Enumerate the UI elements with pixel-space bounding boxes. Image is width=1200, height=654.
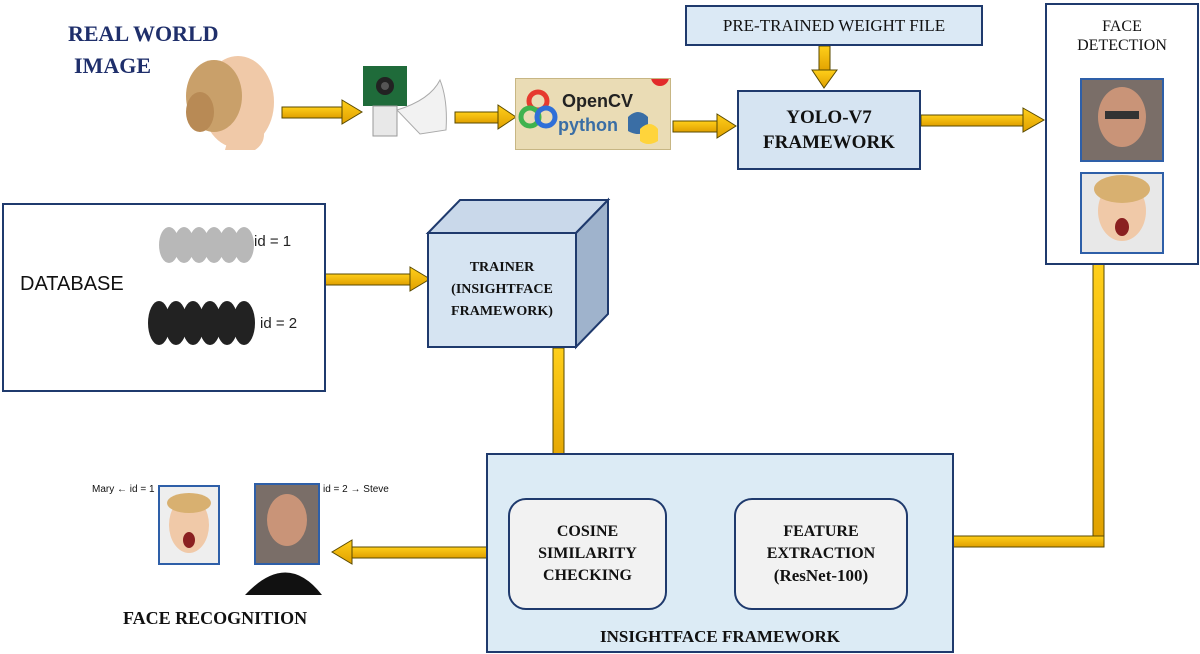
recognition-title: FACE RECOGNITION (123, 608, 308, 628)
opencv-logo: OpenCV python (515, 78, 671, 150)
input-title-line2: IMAGE (74, 53, 151, 78)
detection-line2: DETECTION (1077, 37, 1167, 54)
opencv-name: OpenCV (562, 91, 634, 111)
cosine-line1: COSINE (556, 523, 619, 540)
detection-line1: FACE (1102, 18, 1142, 35)
trainer-line3: FRAMEWORK) (451, 304, 553, 319)
feature-line3: (ResNet-100) (773, 566, 869, 585)
face-detection-box: FACE DETECTION (1045, 3, 1199, 265)
weights-box: PRE-TRAINED WEIGHT FILE (685, 5, 983, 46)
steve-label: id = 2 → Steve (323, 484, 389, 495)
trainer-line1: TRAINER (469, 260, 535, 275)
opencv-lang: python (558, 115, 618, 135)
arrow-opencv-to-yolo (672, 113, 737, 139)
yolo-line2: FRAMEWORK (763, 132, 895, 153)
input-title: REAL WORLD IMAGE (68, 18, 219, 82)
trainer-box: TRAINER (INSIGHTFACE FRAMEWORK) (428, 240, 576, 340)
arrow-yolo-to-detection (920, 107, 1046, 133)
cosine-line3: CHECKING (543, 567, 632, 584)
feature-line1: FEATURE (783, 523, 859, 540)
database-label: DATABASE (20, 273, 124, 295)
arrow-database-to-trainer (323, 266, 431, 292)
arrow-cosine-to-recognition (331, 539, 506, 565)
trainer-line2: (INSIGHTFACE (451, 282, 553, 297)
yolo-box: YOLO-V7 FRAMEWORK (737, 90, 921, 170)
yolo-line1: YOLO-V7 (786, 107, 872, 128)
feature-line2: EXTRACTION (766, 545, 876, 562)
insightface-title: INSIGHTFACE FRAMEWORK (599, 627, 841, 646)
database-id1: id = 1 (254, 233, 292, 250)
database-id2: id = 2 (260, 315, 298, 332)
detected-faces-image (1080, 78, 1164, 254)
database-box: DATABASE id = 1 id = 2 (2, 203, 326, 392)
feature-extraction-box: FEATURE EXTRACTION (ResNet-100) (734, 498, 908, 610)
detection-title: FACE DETECTION (1047, 17, 1197, 55)
weights-label: PRE-TRAINED WEIGHT FILE (722, 15, 946, 35)
mary-label: Mary ← id = 1 (92, 484, 155, 495)
arrow-camera-to-opencv (454, 104, 517, 130)
arrow-face-to-camera (281, 99, 363, 125)
cosine-similarity-box: COSINE SIMILARITY CHECKING (508, 498, 667, 610)
database-face-samples (148, 227, 255, 345)
cosine-line2: SIMILARITY (538, 545, 637, 562)
opencv-rings-icon (518, 79, 669, 144)
arrow-weights-to-yolo (811, 45, 838, 89)
input-title-line1: REAL WORLD (68, 21, 219, 46)
